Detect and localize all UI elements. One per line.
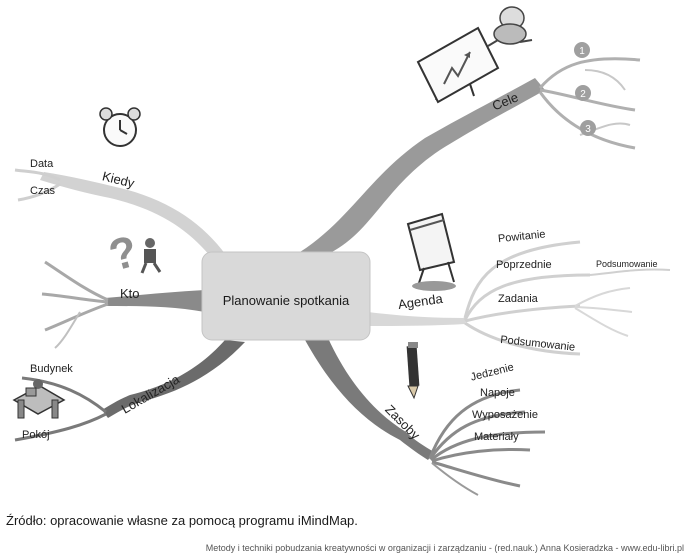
branch-cele-twig-3 (538, 91, 636, 150)
flipchart-icon (406, 212, 456, 291)
branch-zasoby-twig-wyposazenie (430, 430, 546, 462)
footer-credit: Metody i techniki pobudzania kreatywnośc… (205, 543, 684, 553)
presenter-icon (487, 6, 533, 47)
branch-cele-twig-1 (538, 57, 641, 89)
branch-zasoby-stem (305, 338, 434, 460)
zasoby-item-wyposazenie: Wyposażenie (472, 409, 538, 421)
zasoby-item-materialy: Materiały (474, 431, 519, 443)
lokalizacja-item-pokoj: Pokój (22, 429, 50, 441)
branch-zasoby-twig-jedzenie (428, 388, 521, 459)
agenda-item-poprzednie: Poprzednie (496, 259, 552, 271)
pencil-icon (406, 342, 420, 400)
branch-kiedy-twig-czas (17, 182, 61, 202)
lokalizacja-item-budynek: Budynek (30, 363, 73, 375)
alarm-clock-icon (99, 107, 141, 147)
svg-text:?: ? (104, 227, 143, 281)
number-3: 3 (585, 124, 591, 135)
zasoby-item-jedzenie: Jedzenie (469, 361, 515, 383)
branch-lokalizacja: Lokalizacja Budynek Pokój (12, 340, 245, 442)
branch-lokalizacja-twig-pokoj (14, 412, 107, 442)
branch-kto-stem (105, 290, 205, 312)
kiedy-item-czas: Czas (30, 185, 56, 197)
central-node: Planowanie spotkania (201, 251, 371, 341)
agenda-subitem-podsumowanie: Podsumowanie (596, 259, 658, 269)
branch-agenda-stem (368, 312, 465, 326)
number-2: 2 (580, 89, 586, 100)
source-caption: Źródło: opracowanie własne za pomocą pro… (6, 513, 358, 528)
branch-agenda-twig-zadania-a (574, 287, 631, 307)
branch-cele-stem (300, 78, 545, 258)
branch-zasoby-twig-6 (431, 462, 479, 496)
branch-agenda-twig-zadania-b (574, 306, 633, 313)
branch-cele: Cele 1 2 3 (300, 6, 641, 258)
branch-zasoby: Zasoby Jedzenie Napoje Wyposażenie Mater… (305, 338, 546, 496)
chart-easel-icon (416, 26, 500, 104)
branch-zasoby-twig-napoje (428, 410, 526, 460)
number-3-bullet (580, 120, 596, 136)
number-1: 1 (579, 46, 585, 57)
branch-lokalizacja-twig-budynek (21, 376, 107, 414)
branch-kto-twig-3 (44, 302, 109, 332)
mind-map: Cele 1 2 3 Kiedy Data Czas (12, 6, 671, 496)
kiedy-item-data: Data (30, 158, 54, 170)
branch-kiedy-twig-data (14, 168, 61, 182)
branch-agenda-twig-powitanie (463, 240, 581, 319)
branch-zasoby-twig-materialy (431, 448, 531, 463)
branch-agenda-twig-podsumowanie (464, 321, 581, 356)
branch-agenda-label: Agenda (397, 291, 444, 312)
branch-kto-label: Kto (120, 286, 140, 301)
branch-agenda-twig-podsum-top (589, 268, 671, 276)
branch-lokalizacja-label: Lokalizacja (119, 371, 183, 417)
branch-agenda-twig-zadania (464, 304, 581, 323)
agenda-item-zadania: Zadania (498, 293, 539, 305)
branch-agenda: Agenda Powitanie Poprzednie Podsumowanie… (368, 212, 671, 356)
agenda-item-powitanie: Powitanie (497, 228, 546, 245)
office-desk-icon (12, 379, 66, 419)
branch-zasoby-twig-5 (431, 460, 521, 488)
branch-agenda-twig-zadania-c (574, 307, 629, 337)
branch-cele-twig-4 (584, 69, 626, 91)
number-2-bullet (575, 85, 591, 101)
question-person-icon: ? (104, 227, 162, 281)
branch-kto-twig-2 (41, 292, 109, 304)
branch-kto: Kto ? (41, 227, 205, 349)
branch-lokalizacja-stem (102, 340, 245, 418)
branch-kto-twig-4 (54, 311, 81, 349)
zasoby-item-napoje: Napoje (480, 387, 515, 399)
number-1-bullet (574, 42, 590, 58)
central-node-label: Planowanie spotkania (223, 293, 350, 308)
branch-agenda-twig-poprzednie (463, 273, 591, 321)
branch-kto-twig-1 (44, 260, 109, 302)
